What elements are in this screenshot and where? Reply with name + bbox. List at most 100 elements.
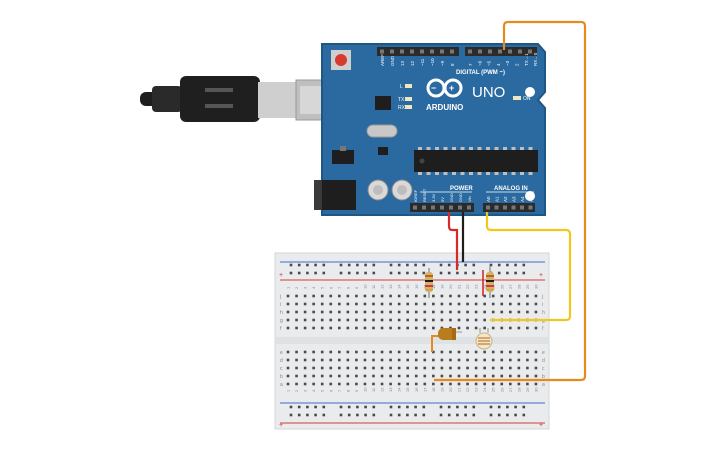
- row-letter: b: [542, 374, 545, 380]
- power-pin-label: 5V: [440, 197, 445, 202]
- column-number: 5: [320, 389, 325, 392]
- column-number: 21: [457, 284, 462, 289]
- digital-pin-label: ~6: [477, 60, 482, 66]
- column-number: 27: [508, 284, 513, 289]
- row-letter: c: [542, 366, 545, 372]
- analog-pin-label: A1: [495, 196, 500, 202]
- column-number: 3: [303, 389, 308, 392]
- rail-plus-top-right: +: [539, 272, 543, 279]
- column-number: 2: [294, 389, 299, 392]
- column-number: 10: [362, 387, 367, 392]
- column-number: 8: [345, 389, 350, 392]
- column-number: 14: [397, 387, 402, 392]
- digital-header-left[interactable]: [377, 47, 459, 56]
- row-letter: a: [280, 382, 283, 388]
- column-number: 7: [337, 389, 342, 392]
- column-number: 17: [422, 284, 427, 289]
- digital-pin-label: 7: [468, 63, 473, 66]
- digital-pin-label: ~10: [430, 58, 435, 66]
- reset-button[interactable]: [331, 50, 351, 70]
- rail-plus-top-left: +: [279, 272, 283, 279]
- tx-led-label: TX: [398, 97, 405, 103]
- column-number: 13: [388, 284, 393, 289]
- analog-header[interactable]: [483, 203, 535, 212]
- analog-label: ANALOG IN: [494, 186, 528, 192]
- column-number: 10: [362, 284, 367, 289]
- column-number: 27: [508, 387, 513, 392]
- column-number: 6: [328, 286, 333, 289]
- photoresistor[interactable]: [475, 328, 493, 350]
- breadboard-column-labels: 1122334455667788991010111112121313141415…: [286, 284, 539, 392]
- analog-pin-label: A0: [486, 196, 491, 202]
- column-number: 26: [499, 284, 504, 289]
- row-letter: e: [280, 350, 283, 356]
- digital-pin-label: ~5: [487, 60, 492, 66]
- column-number: 29: [525, 284, 530, 289]
- column-number: 22: [465, 284, 470, 289]
- row-letter: i: [542, 302, 543, 308]
- wire-orange[interactable]: [434, 20, 587, 382]
- column-number: 22: [465, 387, 470, 392]
- row-letter: b: [280, 374, 283, 380]
- rx-led-label: RX: [398, 105, 406, 111]
- power-pin-label: 3.3V: [431, 193, 436, 202]
- digital-pin-label: 2: [515, 63, 520, 66]
- row-letter: h: [542, 310, 545, 316]
- column-number: 9: [354, 286, 359, 289]
- l-led-label: L: [400, 84, 403, 90]
- column-number: 5: [320, 286, 325, 289]
- row-letter: h: [280, 310, 283, 316]
- power-label: POWER: [450, 186, 473, 192]
- column-number: 18: [431, 284, 436, 289]
- digital-pin-label: GND: [390, 55, 395, 66]
- column-number: 17: [422, 387, 427, 392]
- digital-pin-label: AREF: [380, 54, 385, 66]
- column-number: 4: [311, 286, 316, 289]
- column-number: 23: [474, 284, 479, 289]
- row-letter: j: [279, 294, 281, 300]
- voltage-regulator: [332, 150, 354, 164]
- model-text: UNO: [472, 84, 505, 101]
- wire-yellow[interactable]: [485, 212, 572, 322]
- row-letter: c: [280, 366, 283, 372]
- digital-pin-label: 13: [400, 60, 405, 66]
- analog-pin-label: A3: [512, 196, 517, 202]
- column-number: 2: [294, 286, 299, 289]
- column-number: 16: [414, 387, 419, 392]
- column-number: 28: [516, 284, 521, 289]
- svg-text:+: +: [449, 83, 454, 93]
- resistor-right[interactable]: [482, 266, 494, 298]
- power-jack[interactable]: [314, 180, 356, 210]
- digital-pin-label: ~3: [505, 60, 510, 66]
- column-number: 4: [311, 389, 316, 392]
- power-pin-label: GND: [449, 193, 454, 202]
- digital-pin-label: ~11: [420, 58, 425, 66]
- column-number: 20: [448, 284, 453, 289]
- column-number: 1: [286, 389, 291, 392]
- column-number: 19: [439, 284, 444, 289]
- column-number: 8: [345, 286, 350, 289]
- power-pin-label: GND: [458, 193, 463, 202]
- row-letter: d: [542, 358, 545, 364]
- power-pin-label: RESET: [422, 188, 427, 202]
- wire-red[interactable]: [447, 212, 459, 270]
- column-number: 11: [371, 387, 376, 392]
- column-number: 15: [405, 284, 410, 289]
- led[interactable]: [438, 328, 462, 340]
- analog-pin-label: A5: [529, 196, 534, 202]
- digital-label: DIGITAL (PWM ~): [456, 70, 505, 76]
- power-pin-label: IOREF: [413, 189, 418, 202]
- column-number: 25: [491, 387, 496, 392]
- column-number: 28: [516, 387, 521, 392]
- column-number: 6: [328, 389, 333, 392]
- wire-orange-short[interactable]: [431, 335, 441, 352]
- resistor-left[interactable]: [425, 268, 433, 298]
- column-number: 1: [286, 286, 291, 289]
- usb-chip: [375, 96, 391, 110]
- column-number: 23: [474, 387, 479, 392]
- column-number: 30: [533, 387, 538, 392]
- breadboard[interactable]: + + + + 11223344556677889910101111121213…: [274, 252, 550, 430]
- column-number: 11: [371, 284, 376, 289]
